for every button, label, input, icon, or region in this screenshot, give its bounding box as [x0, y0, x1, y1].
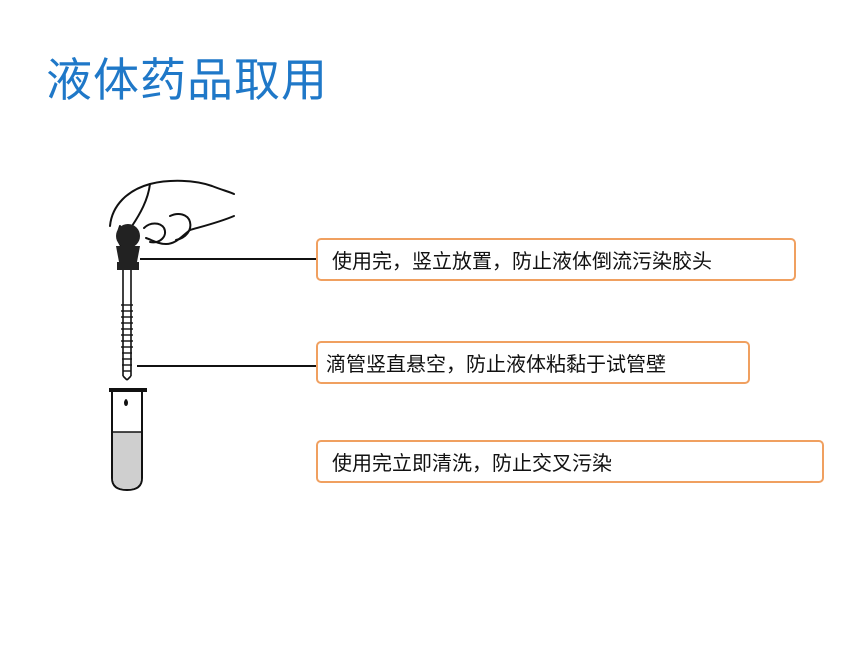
- note-hold-vertical: 滴管竖直悬空，防止液体粘黏于试管壁: [316, 341, 750, 384]
- hand-drawing: [109, 179, 235, 251]
- note-clean-after-use: 使用完立即清洗，防止交叉污染: [316, 440, 824, 483]
- note-text: 使用完，竖立放置，防止液体倒流污染胶头: [332, 249, 712, 273]
- note-stand-upright: 使用完，竖立放置，防止液体倒流污染胶头: [316, 238, 796, 281]
- dropper-bulb: [116, 224, 140, 270]
- test-tube: [109, 388, 147, 492]
- note-text: 使用完立即清洗，防止交叉污染: [332, 451, 612, 475]
- dropper-tube: [122, 270, 132, 381]
- slide-title: 液体药品取用: [46, 53, 328, 107]
- leader-lines: [137, 258, 316, 367]
- dropper-graduations: [121, 304, 133, 372]
- note-text: 滴管竖直悬空，防止液体粘黏于试管壁: [326, 352, 666, 376]
